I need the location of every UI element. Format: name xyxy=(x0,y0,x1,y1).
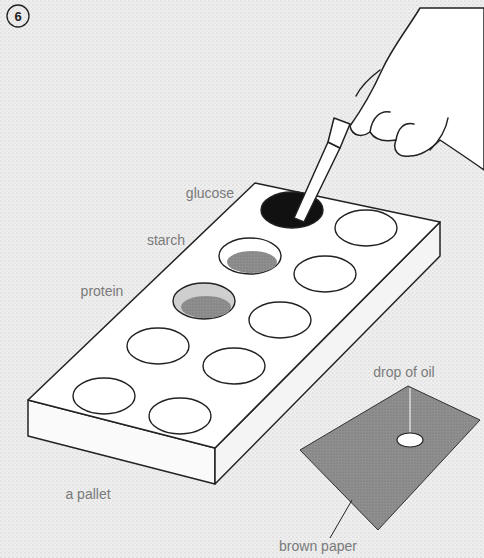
callout-number: 6 xyxy=(14,10,21,23)
substance-label: protein xyxy=(81,284,124,298)
substance-label: starch xyxy=(147,233,185,247)
part-label: drop of oil xyxy=(373,365,434,379)
leader-line xyxy=(330,500,352,538)
substance-label: glucose xyxy=(186,186,234,200)
leader-line xyxy=(409,388,410,432)
dropper-hand xyxy=(294,8,484,222)
palette-wells xyxy=(73,192,397,434)
oil-drop xyxy=(397,433,423,447)
number-circle xyxy=(7,5,29,27)
part-label: a pallet xyxy=(65,487,110,501)
part-label: brown paper xyxy=(279,539,357,553)
brown-paper xyxy=(300,386,480,530)
